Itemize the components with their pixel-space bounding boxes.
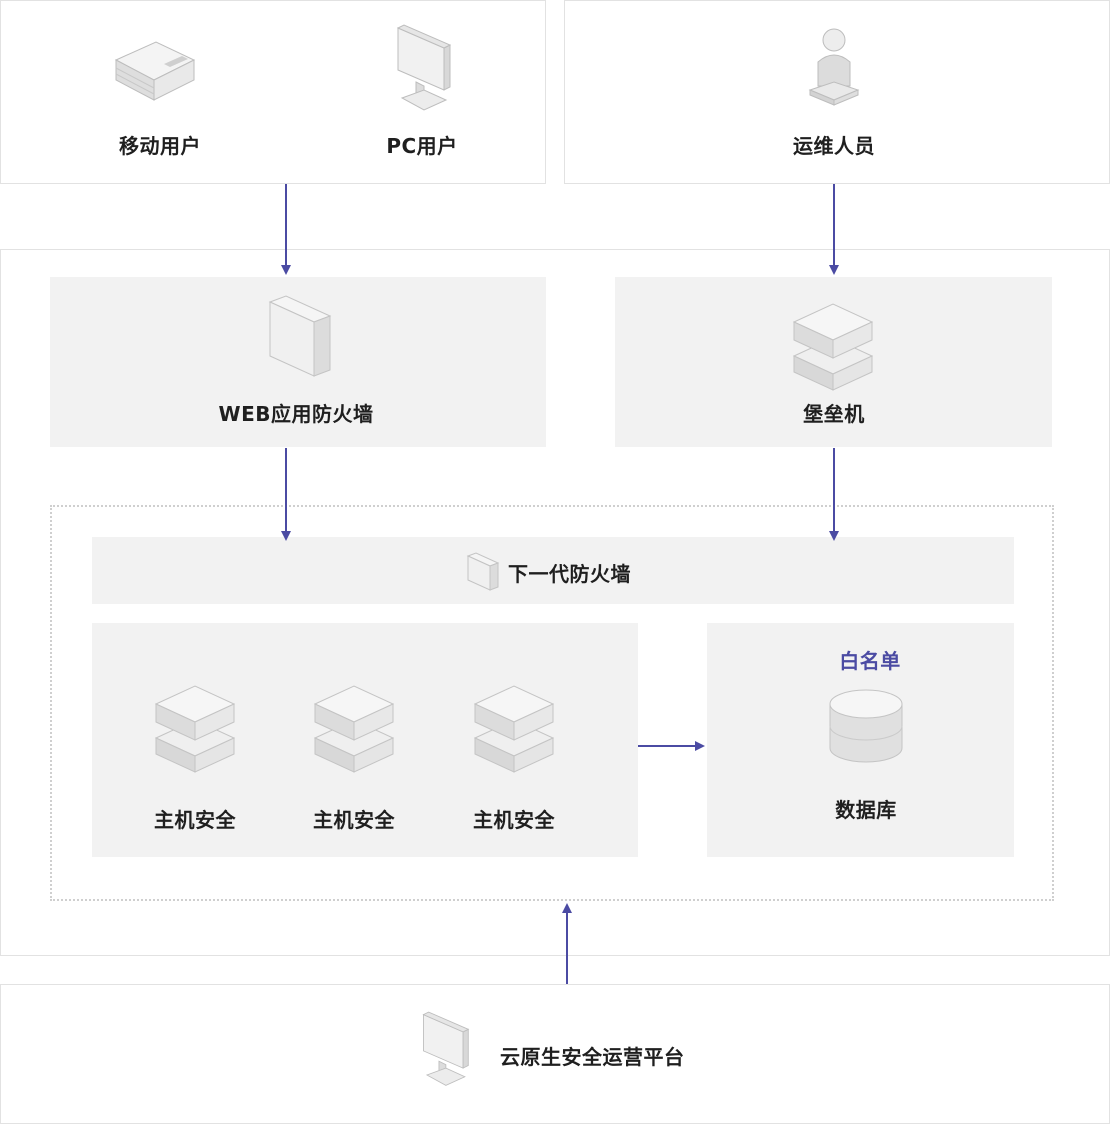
database-icon (829, 689, 903, 763)
host-security-icon (154, 685, 236, 773)
host-security-icon (313, 685, 395, 773)
user-group-box (0, 0, 546, 184)
host-security-label: 主机安全 (154, 808, 236, 832)
pc-user-label: PC用户 (386, 134, 458, 158)
waf-appliance-icon (268, 295, 332, 377)
platform-box (0, 984, 1110, 1124)
waf-label: WEB应用防火墙 (218, 402, 374, 426)
ngfw-panel (92, 537, 1014, 604)
ops-person-icon (808, 28, 860, 106)
bastion-server-icon (792, 303, 874, 391)
platform-label: 云原生安全运营平台 (500, 1045, 685, 1069)
database-label: 数据库 (835, 798, 897, 822)
ops-staff-label: 运维人员 (793, 134, 875, 158)
ngfw-label: 下一代防火墙 (508, 562, 631, 586)
mobile-device-icon (114, 41, 196, 101)
whitelist-title: 白名单 (839, 649, 901, 673)
mobile-user-label: 移动用户 (119, 134, 201, 158)
host-security-icon (473, 685, 555, 773)
host-security-label: 主机安全 (313, 808, 395, 832)
platform-monitor-icon (422, 1011, 470, 1086)
pc-monitor-icon (396, 24, 452, 111)
bastion-label: 堡垒机 (803, 402, 865, 426)
host-security-label: 主机安全 (473, 808, 555, 832)
internal-zone-boundary (50, 505, 1054, 901)
ngfw-appliance-icon (466, 552, 500, 591)
